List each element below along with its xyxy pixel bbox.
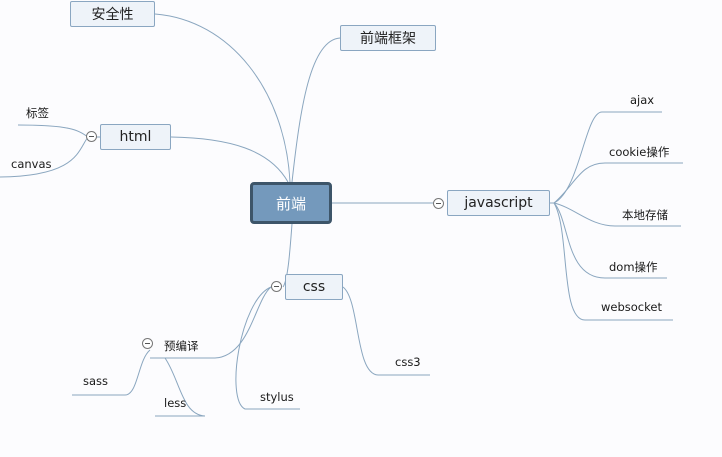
edge-html-tag (17, 124, 89, 138)
node-javascript-label: javascript (464, 195, 533, 211)
leaf-html-tag[interactable]: 标签 (26, 106, 49, 120)
collapse-javascript-icon[interactable] (433, 198, 444, 209)
leaf-html-canvas[interactable]: canvas (11, 157, 52, 171)
leaf-css-css3[interactable]: css3 (395, 355, 421, 369)
node-security[interactable]: 安全性 (70, 1, 155, 27)
edge-precompile-less (155, 357, 206, 417)
node-css-label: css (302, 279, 326, 295)
collapse-precompile-icon[interactable] (142, 338, 153, 349)
edge-root-css (282, 223, 293, 288)
node-html[interactable]: html (100, 124, 171, 150)
node-frameworks-label: 前端框架 (360, 31, 416, 47)
leaf-js-cookie[interactable]: cookie操作 (609, 145, 670, 159)
edge-css-precompile (150, 286, 272, 359)
leaf-js-storage[interactable]: 本地存储 (622, 208, 668, 222)
node-frameworks[interactable]: 前端框架 (340, 25, 436, 51)
node-html-label: html (119, 129, 152, 145)
edge-js-dom (553, 202, 667, 279)
edge-js-cookie (553, 162, 683, 204)
edge-js-storage (553, 202, 681, 227)
leaf-js-dom[interactable]: dom操作 (609, 260, 658, 274)
edge-js-websocket (553, 202, 673, 321)
edge-precompile-sass (72, 349, 151, 396)
edge-root-html (170, 136, 289, 183)
leaf-css-stylus[interactable]: stylus (260, 390, 294, 404)
node-security-label: 安全性 (91, 7, 134, 23)
edge-css-css3 (342, 286, 430, 376)
leaf-precompile-sass[interactable]: sass (83, 374, 109, 388)
edge-js-ajax (553, 111, 662, 204)
edge-root-frameworks (291, 37, 341, 183)
collapse-css-icon[interactable] (271, 281, 282, 292)
leaf-js-websocket[interactable]: websocket (601, 300, 662, 314)
leaf-css-precompile[interactable]: 预编译 (164, 339, 199, 353)
collapse-html-icon[interactable] (86, 131, 97, 142)
edge-css-stylus (235, 286, 300, 410)
leaf-precompile-less[interactable]: less (164, 396, 187, 410)
node-css[interactable]: css (285, 274, 343, 300)
root-label: 前端 (275, 194, 306, 213)
edge-root-security (154, 13, 291, 183)
node-javascript[interactable]: javascript (447, 190, 550, 216)
root-node[interactable]: 前端 (250, 182, 332, 224)
leaf-js-ajax[interactable]: ajax (630, 93, 655, 107)
edge-html-canvas (0, 136, 89, 178)
